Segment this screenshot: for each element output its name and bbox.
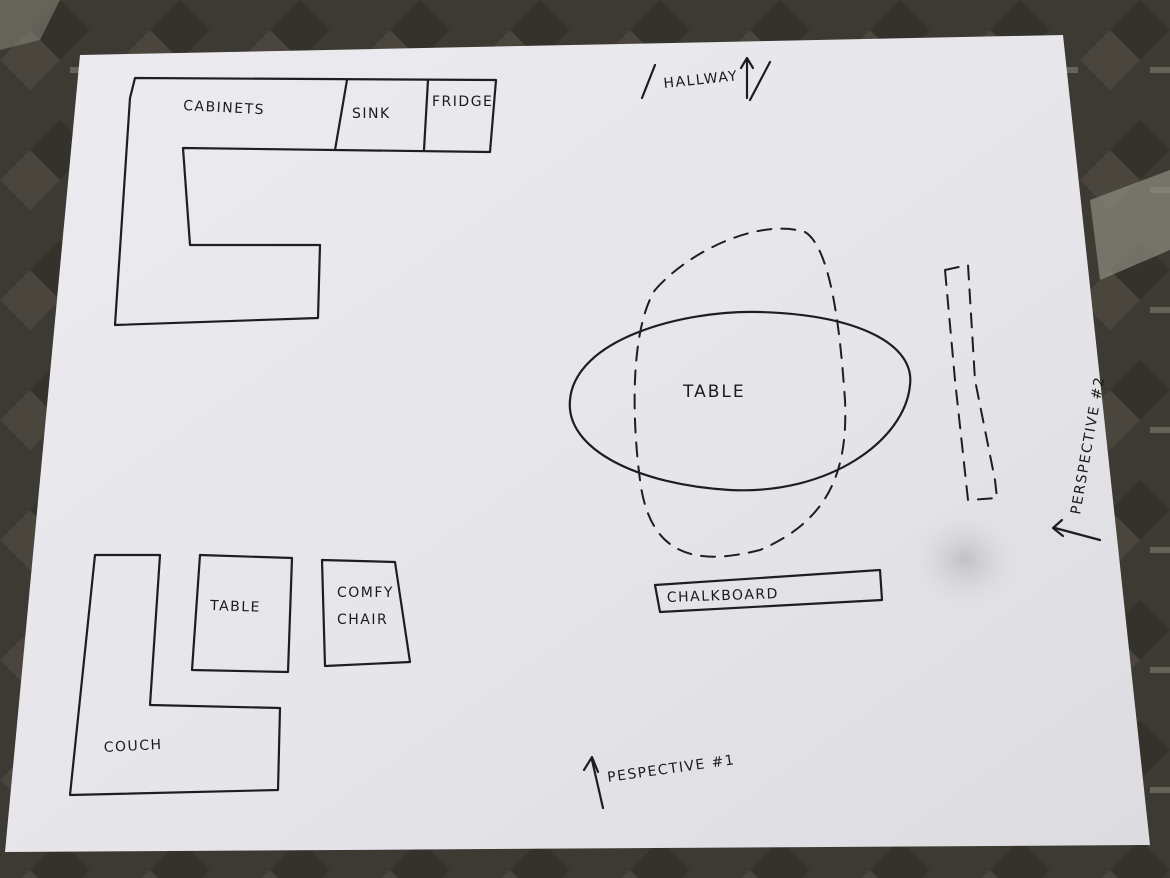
- cabinets-label: CABINETS: [183, 98, 266, 118]
- carpet-light-stripe-2: [0, 0, 60, 50]
- comfy-chair-label-line2: CHAIR: [337, 612, 388, 628]
- comfy-chair-label-line1: COMFY: [337, 585, 394, 601]
- chalkboard-label: CHALKBOARD: [667, 586, 780, 606]
- dining-table-label: TABLE: [682, 382, 746, 402]
- dining-area: TABLE: [568, 227, 912, 558]
- side-table: TABLE: [190, 553, 294, 674]
- dining-table-outline: [568, 310, 912, 492]
- bench-outline: [944, 263, 999, 502]
- sink-label: SINK: [352, 106, 391, 122]
- sink: SINK: [333, 78, 391, 152]
- carpet-light-stripe: [1090, 170, 1170, 280]
- perspective-2-arrow-icon: [1051, 518, 1102, 542]
- hallway-marker: HALLWAY: [640, 56, 772, 102]
- couch-label: COUCH: [103, 737, 163, 756]
- fridge: FRIDGE: [422, 78, 493, 152]
- rug-outline: [633, 227, 847, 558]
- chalkboard: CHALKBOARD: [653, 568, 884, 614]
- paper-shadow-spot: [910, 510, 1020, 610]
- comfy-chair: COMFY CHAIR: [320, 558, 412, 668]
- side-table-label: TABLE: [209, 598, 261, 616]
- kitchen-cabinets: CABINETS: [113, 76, 498, 327]
- hallway-label: HALLWAY: [663, 68, 739, 92]
- perspective-1-arrow-icon: [582, 755, 605, 810]
- couch: COUCH: [68, 553, 282, 797]
- fridge-label: FRIDGE: [432, 94, 493, 110]
- paper-sheet: [5, 35, 1150, 852]
